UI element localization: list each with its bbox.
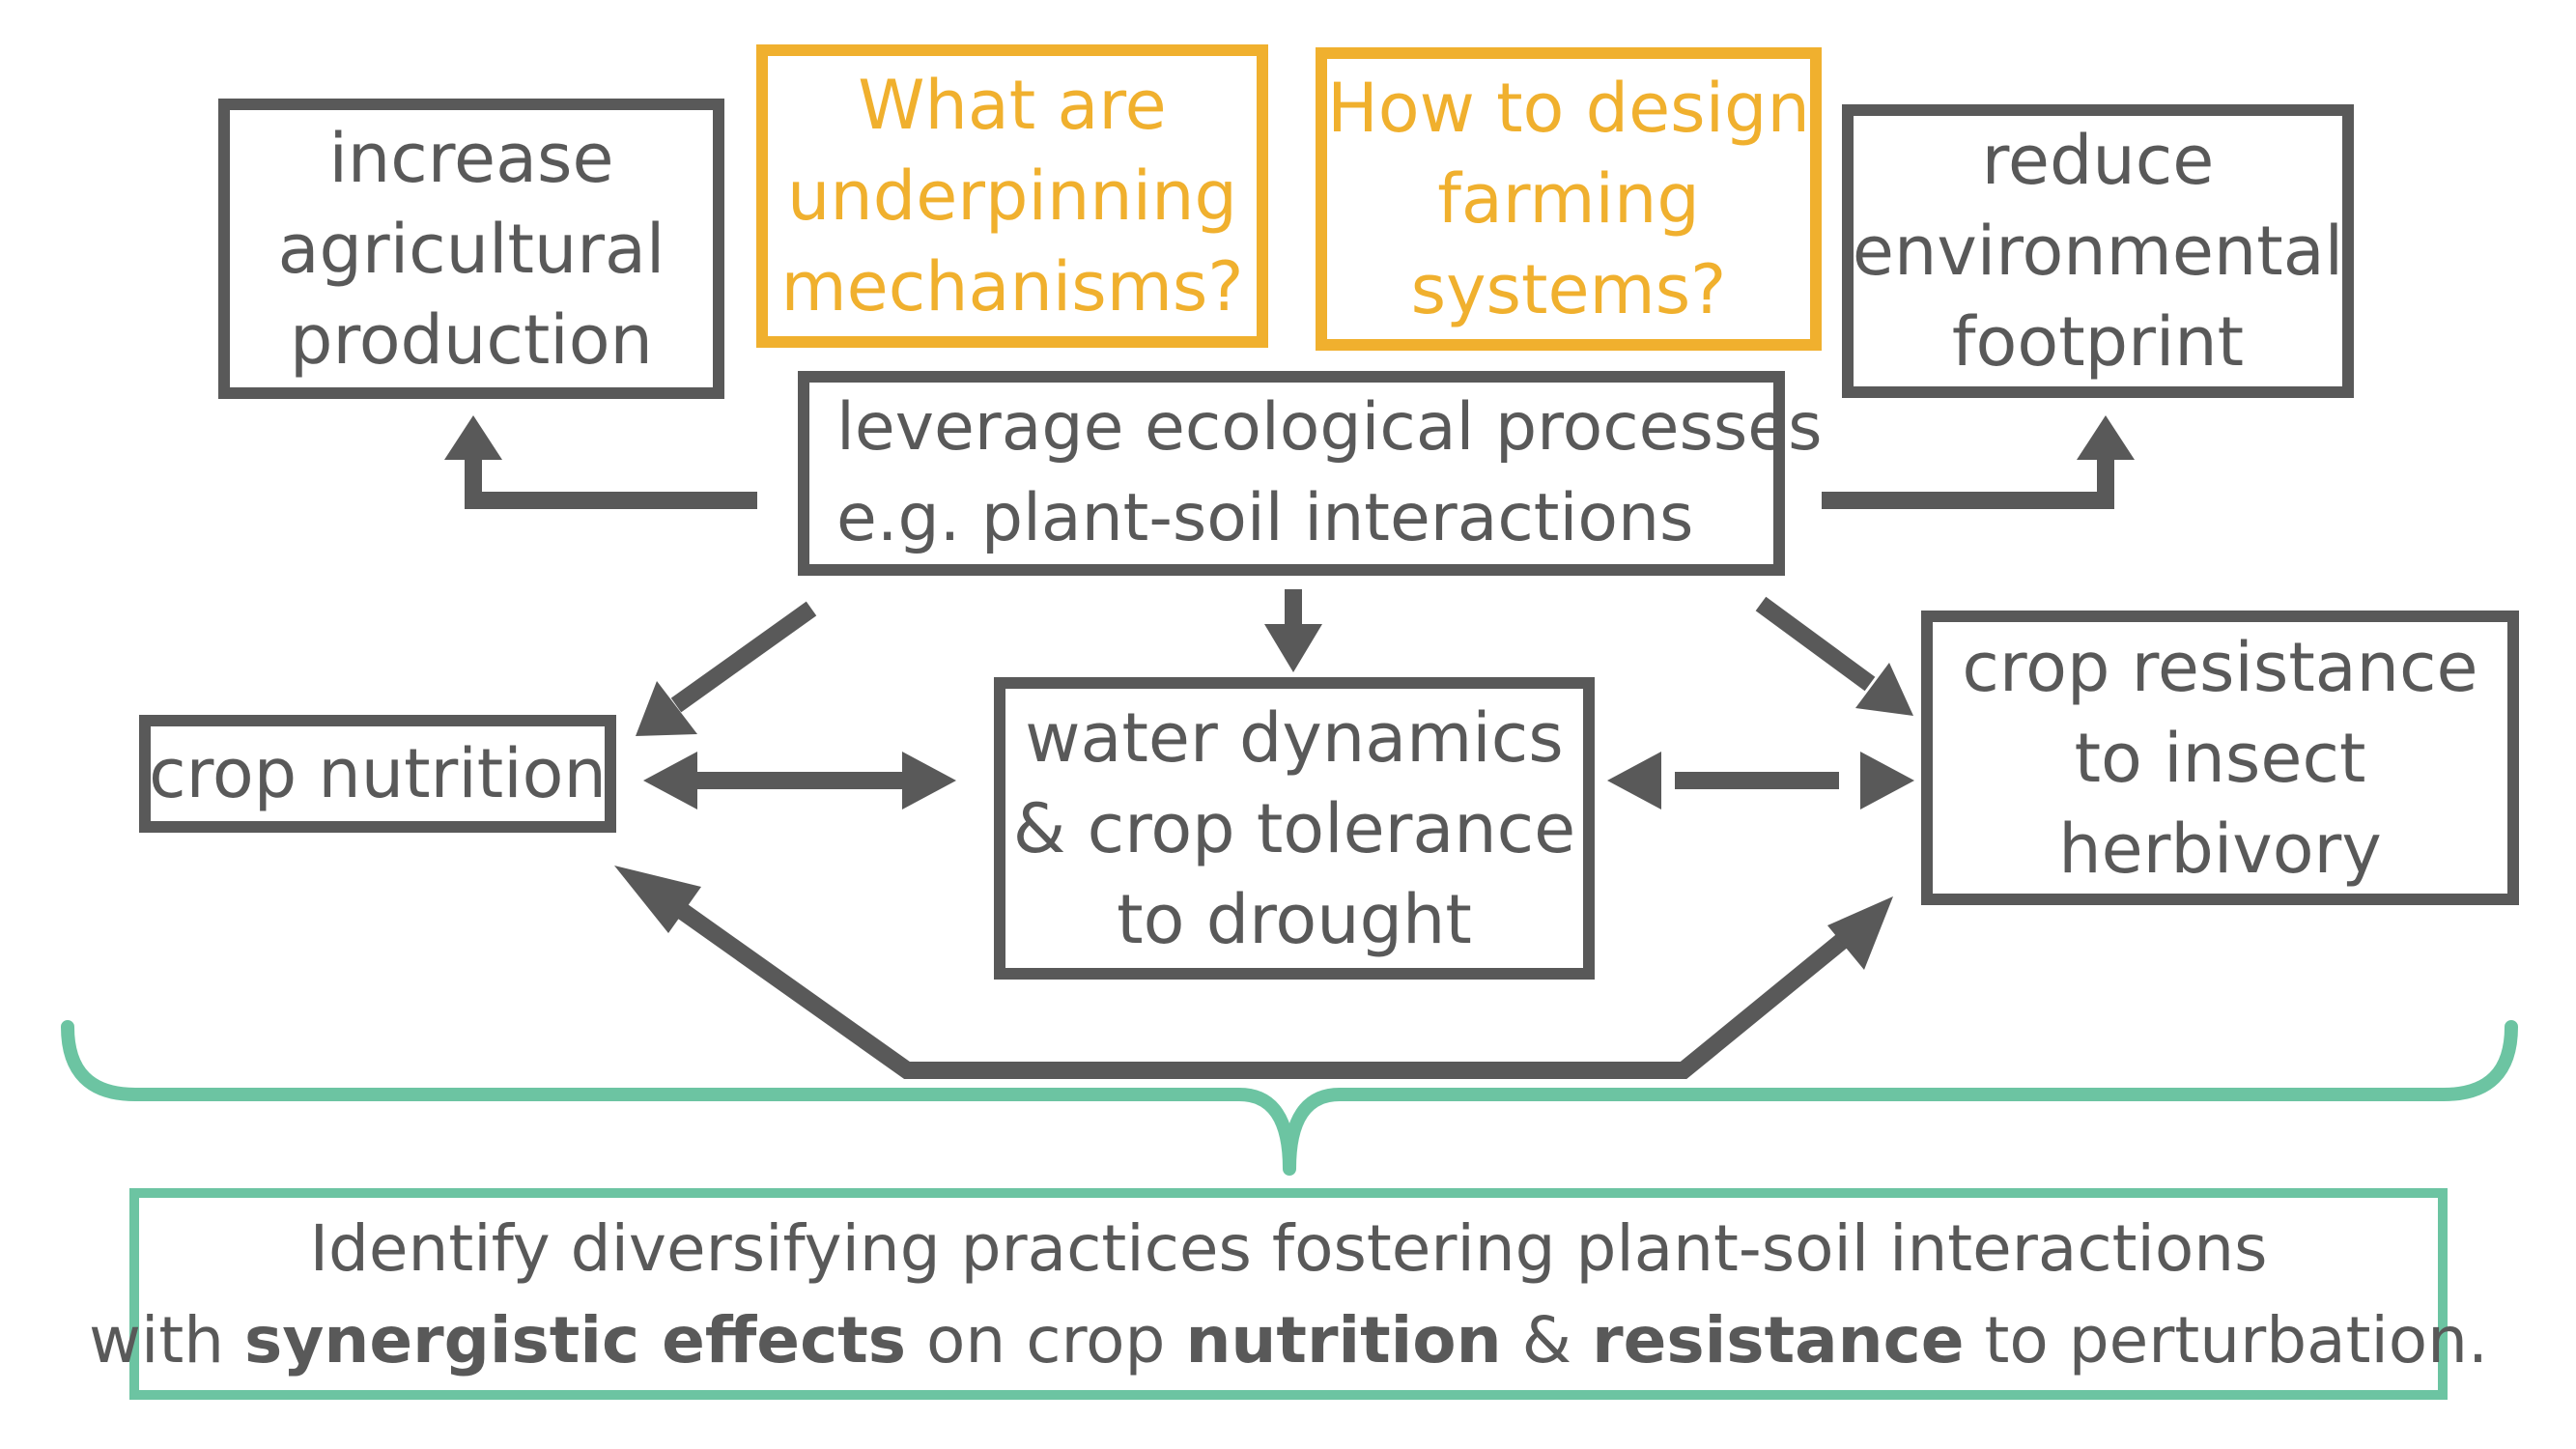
leverage-processes-box: leverage ecological processes e.g. plant…: [798, 371, 1823, 576]
arrowhead-water-left: [1607, 752, 1661, 810]
arrowhead-water-right: [902, 752, 956, 810]
arrowhead-crop-nutrition: [636, 681, 697, 736]
curly-brace: [61, 1020, 2518, 1176]
increase-line-3: production: [290, 299, 653, 380]
question-design-box: How to design farming systems?: [1316, 47, 1822, 351]
identify-bold-nutrition: nutrition: [1185, 1302, 1502, 1378]
arrow-feedback-loop: [672, 900, 1848, 1079]
identify-line-2: with synergistic effects on crop nutriti…: [89, 1294, 2488, 1386]
crop-resistance-box: crop resistance to insect herbivory: [1921, 611, 2519, 905]
identify-practices-box: Identify diversifying practices fosterin…: [89, 1188, 2488, 1400]
q-design-line-3: systems?: [1410, 250, 1727, 329]
q-design-line-2: farming: [1437, 159, 1700, 239]
resistance-line-3: herbivory: [2058, 809, 2382, 889]
leverage-line-2: e.g. plant-soil interactions: [836, 480, 1694, 556]
water-line-1: water dynamics: [1025, 697, 1564, 778]
identify-text-and: &: [1501, 1302, 1593, 1378]
water-line-3: to drought: [1117, 879, 1472, 959]
arrow-to-reduce: [1822, 454, 2114, 509]
crop-nutrition-box: crop nutrition: [139, 715, 616, 833]
q-mechanisms-line-2: underpinning: [787, 156, 1237, 236]
increase-line-1: increase: [328, 118, 614, 198]
crop-nutrition-label: crop nutrition: [149, 734, 607, 813]
reduce-line-1: reduce: [1981, 121, 2215, 200]
water-line-2: & crop tolerance: [1012, 788, 1576, 868]
identify-text-on-crop: on crop: [906, 1302, 1186, 1378]
arrow-to-increase: [465, 454, 757, 509]
arrow-to-crop-nutrition: [670, 601, 817, 713]
water-dynamics-box: water dynamics & crop tolerance to droug…: [994, 677, 1595, 980]
identify-text-perturbation: to perturbation.: [1964, 1302, 2488, 1378]
arrowhead-water: [1264, 624, 1322, 672]
resistance-line-1: crop resistance: [1962, 627, 2478, 707]
arrowhead-loop-nutrition: [614, 866, 701, 933]
reduce-line-2: environmental: [1852, 212, 2344, 291]
leverage-line-1: leverage ecological processes: [836, 389, 1823, 466]
resistance-line-2: to insect: [2074, 718, 2366, 798]
identify-bold-synergistic: synergistic effects: [244, 1302, 907, 1378]
q-mechanisms-line-1: What are: [858, 66, 1167, 145]
reduce-line-3: footprint: [1951, 302, 2245, 382]
q-design-line-1: How to design: [1327, 69, 1810, 148]
increase-line-2: agricultural: [277, 209, 665, 289]
question-mechanisms-box: What are underpinning mechanisms?: [756, 44, 1268, 348]
q-mechanisms-line-3: mechanisms?: [780, 247, 1244, 327]
arrowhead-resistance-right: [1860, 752, 1914, 810]
identify-text-with: with: [89, 1302, 245, 1378]
arrowhead-reduce: [2077, 415, 2135, 460]
arrowhead-increase: [444, 415, 502, 460]
identify-line-1: Identify diversifying practices fosterin…: [309, 1210, 2268, 1286]
arrowhead-resistance: [1855, 663, 1913, 716]
increase-production-box: increase agricultural production: [218, 99, 724, 399]
arrow-to-resistance: [1755, 596, 1876, 692]
arrowhead-loop-resistance: [1827, 896, 1893, 970]
arrowhead-nutrition-left: [643, 752, 697, 810]
identify-bold-resistance: resistance: [1592, 1302, 1965, 1378]
reduce-footprint-box: reduce environmental footprint: [1842, 104, 2354, 398]
